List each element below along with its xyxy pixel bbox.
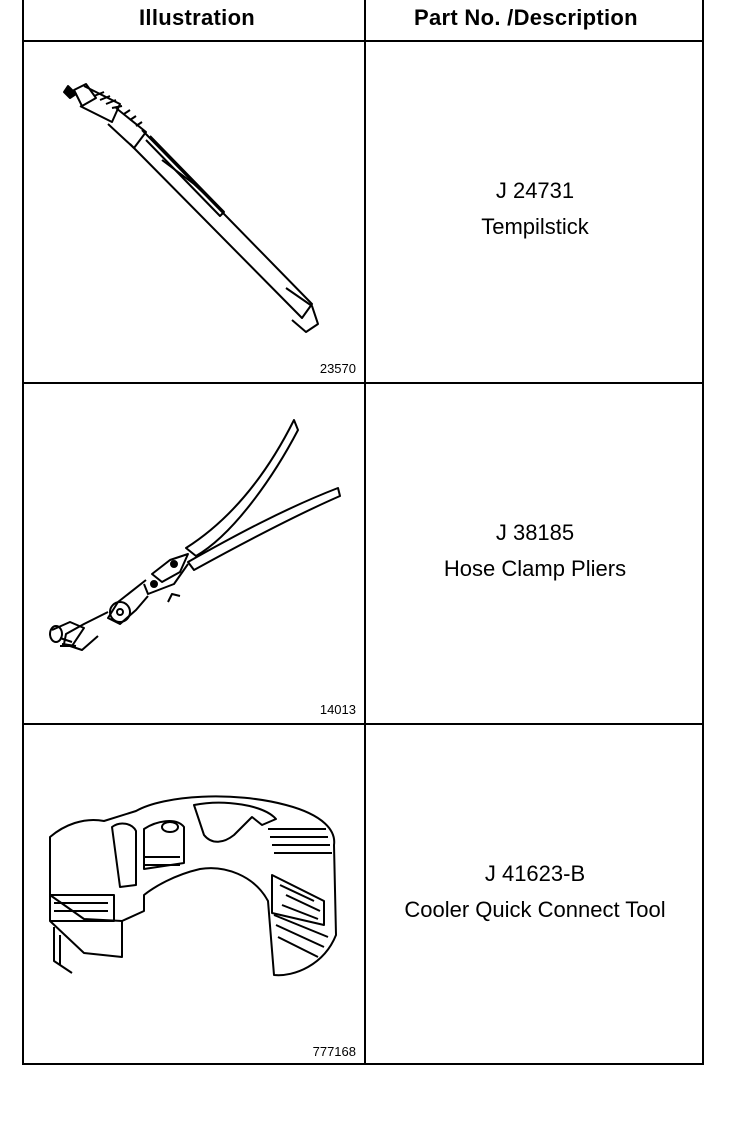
part-description-column-header: Part No. /Description [414,5,638,30]
table-row: 23570 J 24731 Tempilstick [24,42,702,384]
part-number: J 24731 [495,178,575,203]
table-row: 777168 J 41623-B Cooler Quick Connect To… [24,725,702,1065]
table-header-row: Illustration Part No. /Description [24,0,702,42]
special-tools-table: Illustration Part No. /Description 23570… [22,0,704,1065]
figure-number: 23570 [319,361,356,376]
tool-description: Hose Clamp Pliers [443,556,627,581]
illustration-cell: 14013 [24,384,364,723]
column-divider [364,0,366,1063]
description-cell: J 24731 Tempilstick [366,42,704,382]
tool-description: Cooler Quick Connect Tool [404,897,666,922]
hose-clamp-pliers-drawing [49,419,341,651]
tool-description: Tempilstick [481,214,589,239]
illustration-cell: 23570 [24,42,364,382]
part-number: J 38185 [495,520,575,545]
part-number: J 41623-B [484,861,586,886]
figure-number: 777168 [312,1044,356,1059]
table-row: 14013 J 38185 Hose Clamp Pliers [24,384,702,725]
illustration-column-header: Illustration [139,5,256,30]
description-cell: J 38185 Hose Clamp Pliers [366,384,704,723]
figure-number: 14013 [319,702,356,717]
tempilstick-drawing [63,83,319,333]
illustration-cell: 777168 [24,725,364,1065]
quick-connect-tool-drawing [49,795,337,977]
description-cell: J 41623-B Cooler Quick Connect Tool [366,725,704,1065]
